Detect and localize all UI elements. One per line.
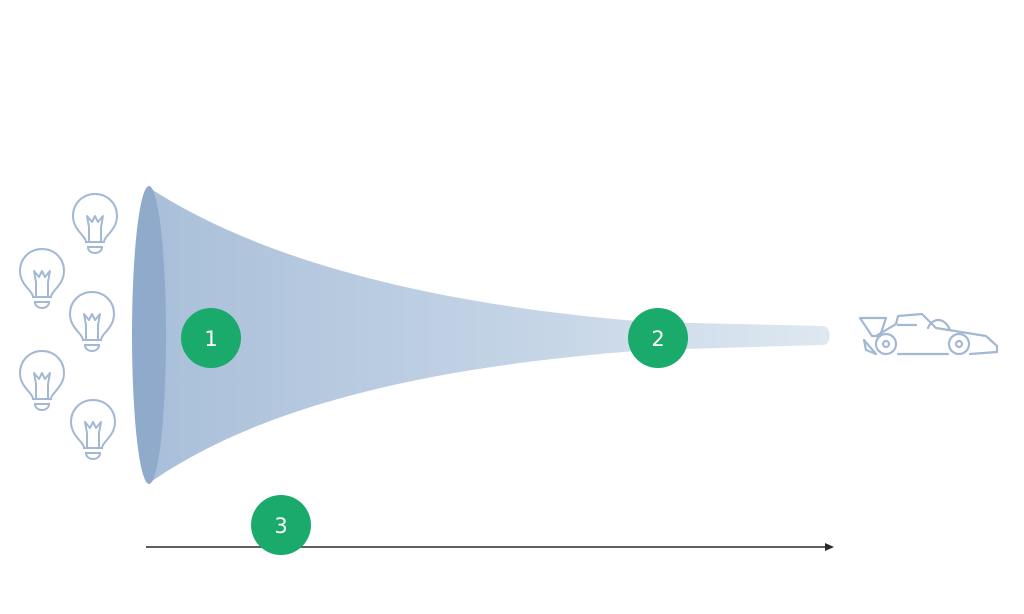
funnel-body — [148, 187, 830, 484]
funnel-mouth — [132, 186, 166, 484]
step-badge-1: 1 — [181, 308, 241, 368]
step-badge-1-label: 1 — [204, 327, 217, 351]
race-car-icon — [858, 312, 999, 356]
step-badge-2-label: 2 — [651, 327, 664, 351]
lightbulb-icon — [70, 399, 116, 460]
lightbulb-icon — [69, 291, 115, 352]
step-badge-3: 3 — [251, 495, 311, 555]
lightbulb-icon — [19, 350, 65, 411]
step-badge-3-label: 3 — [274, 514, 287, 538]
timeline-arrow — [146, 543, 834, 551]
lightbulb-icon — [72, 193, 118, 254]
lightbulb-icon — [19, 248, 65, 309]
idea-bulbs — [19, 193, 118, 460]
step-badge-2: 2 — [628, 308, 688, 368]
